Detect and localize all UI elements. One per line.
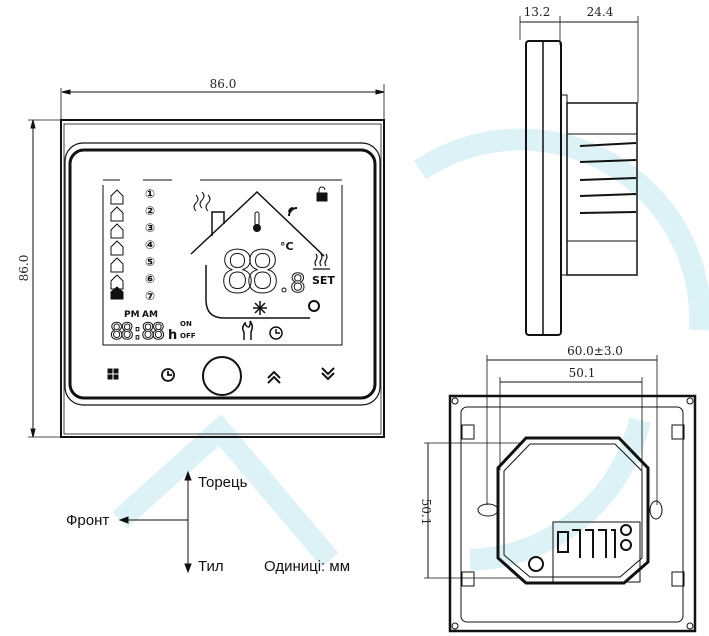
legend-top-label: Торець (198, 474, 248, 491)
outer-frame (60, 119, 385, 438)
celsius-unit: °C (280, 240, 294, 253)
heat-waves-icon (193, 191, 211, 212)
off-label: OFF (180, 332, 196, 340)
program-number-2: ② (145, 204, 155, 218)
on-label: ON (180, 320, 192, 328)
back-view (424, 355, 697, 633)
program-number-7: ⑦ (145, 289, 155, 303)
program-number-5: ⑤ (145, 255, 155, 269)
pm-label: PM (124, 310, 140, 320)
side-view (519, 16, 639, 336)
front-depth-label: 13.2 (524, 5, 551, 19)
hour-suffix: h (168, 328, 177, 343)
heating-icon (313, 253, 330, 270)
am-label: AM (142, 310, 158, 320)
wifi-icon (288, 207, 298, 217)
glass-panel (68, 148, 377, 400)
down-button[interactable] (321, 367, 335, 381)
house-outline (190, 190, 325, 257)
thermometer-icon (253, 211, 261, 232)
hole-spacing-label: 60.0±3.0 (567, 344, 623, 358)
legend-front-label: Фронт (66, 512, 109, 529)
front-view (28, 84, 385, 438)
schedule-clock-icon (269, 326, 283, 340)
program-house-icons (110, 189, 124, 300)
program-number-6: ⑥ (145, 272, 155, 286)
up-button[interactable] (267, 370, 281, 384)
main-temperature-digits: 88 (220, 238, 280, 306)
program-number-3: ③ (145, 221, 155, 235)
lcd-texts: ① ② ③ ④ ⑤ ⑥ ⑦ 88 8 °C SET PM AM 88:88 h … (110, 187, 336, 346)
clock-button[interactable] (161, 368, 175, 382)
sun-icon (253, 301, 267, 315)
set-label: SET (312, 274, 335, 287)
program-number-1: ① (145, 187, 155, 201)
box-height-label: 50.1 (419, 499, 433, 526)
fan-icon (308, 300, 320, 312)
front-height-label: 86.0 (17, 255, 31, 282)
menu-button[interactable] (107, 368, 119, 380)
legend-back-label: Тил (198, 558, 224, 575)
orientation-legend (118, 470, 192, 574)
flame-hand-icon (241, 320, 254, 340)
legend-units-label: Одиниці: мм (264, 558, 350, 575)
chimney (211, 211, 225, 236)
program-number-4: ④ (145, 238, 155, 252)
box-width-label: 50.1 (569, 366, 596, 380)
lock-icon (316, 186, 328, 202)
decimal-digit: 8 (290, 269, 306, 299)
front-width-label: 86.0 (210, 77, 237, 91)
clock-digits: 88:88 (110, 320, 165, 345)
back-depth-label: 24.4 (587, 5, 614, 19)
bezel (64, 142, 381, 406)
power-button[interactable] (202, 356, 242, 396)
